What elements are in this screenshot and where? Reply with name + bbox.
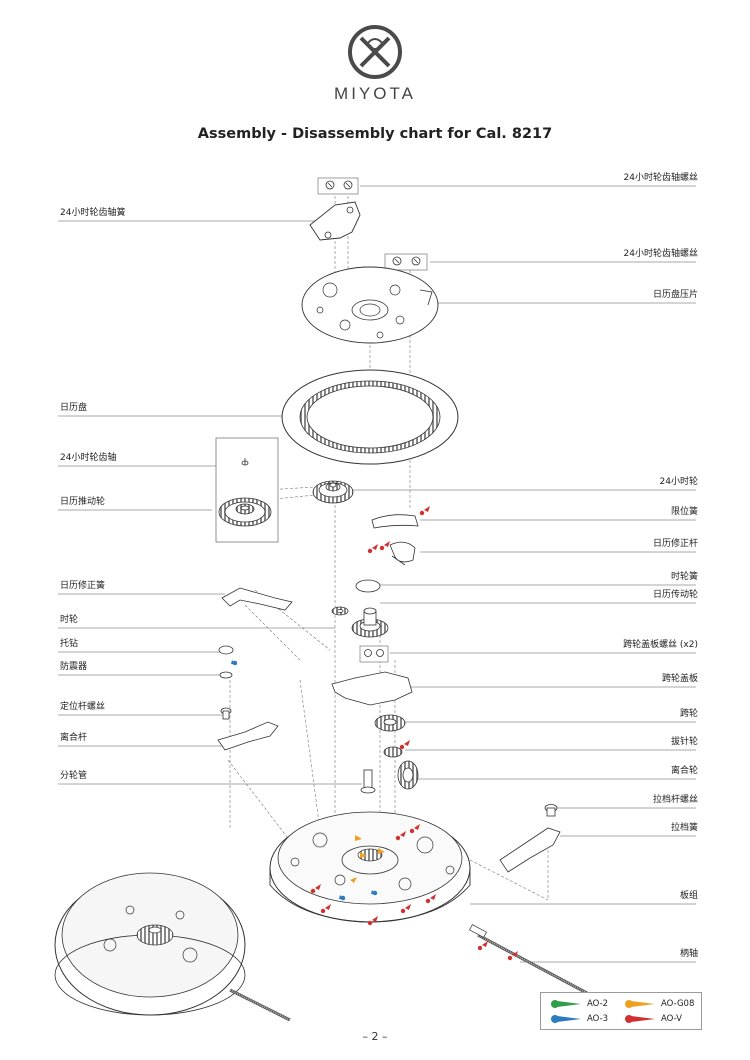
date-corrector-lever	[389, 541, 416, 566]
train-wheel-bridge	[331, 671, 413, 706]
label-clutch-wheel: 离合轮	[670, 766, 698, 776]
label-date-dial-plate: 日历盘压片	[652, 290, 698, 300]
leader-lines-left	[58, 220, 362, 785]
label-position-spring: 限位簧	[670, 507, 698, 517]
label-train-bridge: 跨轮盖板	[661, 674, 698, 684]
label-jewel: 托钻	[60, 639, 79, 649]
oil-legend: AO-2 AO-G08 AO-3 AO-V	[540, 992, 702, 1030]
screw-box-2	[384, 253, 428, 271]
label-24h-wheel: 24小时轮	[659, 477, 698, 487]
assembled-movement-view	[54, 872, 291, 1022]
label-cannon-pinion: 分轮管	[60, 771, 88, 781]
position-spring	[371, 514, 419, 529]
jewel-part	[218, 645, 234, 655]
date-dial-plate	[301, 266, 439, 344]
label-hour-wheel-spring: 时轮簧	[670, 572, 698, 582]
label-date-driving-wheel: 日历推动轮	[60, 497, 106, 507]
label-transfer-wheel: 跨轮	[679, 709, 698, 719]
label-setting-lever-screw: 定位杆螺丝	[60, 702, 106, 712]
label-date-corrector-spring: 日历修正簧	[60, 581, 106, 591]
setting-wheel-part	[383, 746, 403, 758]
oil-markers-blue	[231, 660, 378, 901]
blue-oil-drop-icon	[551, 1015, 581, 1023]
brand-name: MIYOTA	[334, 84, 416, 103]
label-setting-wheel: 拔针轮	[670, 737, 698, 747]
label-24h-pinion-screw-2: 24小时轮齿轴螺丝	[623, 249, 698, 259]
red-oil-drop-icon	[625, 1015, 655, 1023]
oil-markers-red	[310, 506, 518, 961]
label-yoke-spring: 拉档簧	[670, 823, 698, 833]
miyota-logo-icon	[348, 25, 402, 79]
page-title: Assembly - Disassembly chart for Cal. 82…	[197, 126, 553, 142]
shock-absorber-part	[219, 671, 233, 679]
label-hour-wheel: 时轮	[60, 615, 79, 625]
label-shock-absorber: 防震器	[60, 662, 88, 672]
24h-wheel	[312, 480, 354, 504]
stem	[469, 924, 601, 1002]
label-24h-pinion-spring: 24小时轮齿轴簧	[60, 208, 126, 218]
screw-box-3	[359, 645, 389, 663]
green-oil-drop-icon	[551, 1000, 581, 1008]
hour-wheel	[331, 606, 349, 616]
page-number: – 2 –	[362, 1030, 388, 1043]
yoke-spring	[499, 827, 561, 873]
label-date-corrector-lever: 日历修正杆	[652, 539, 698, 549]
date-driving-wheel	[351, 607, 389, 638]
label-24h-pinion-screw-1: 24小时轮齿轴螺丝	[623, 173, 698, 183]
label-date-transmission-wheel: 日历传动轮	[652, 590, 698, 600]
hour-wheel-spring	[355, 579, 381, 593]
label-clutch-lever: 离合杆	[60, 733, 88, 743]
cannon-pinion	[360, 769, 376, 794]
label-stem: 柄轴	[679, 949, 698, 959]
label-main-plate: 板组	[679, 891, 698, 901]
label-bridge-screws: 跨轮盖板螺丝 (x2)	[623, 640, 698, 650]
main-plate	[269, 811, 471, 923]
label-setting-lever-screw-r: 拉档杆螺丝	[652, 795, 698, 805]
logo	[0, 22, 750, 86]
label-24h-pinion: 24小时轮齿轴	[60, 453, 117, 463]
orange-oil-drop-icon	[625, 1000, 655, 1008]
date-corrector-spring	[221, 587, 293, 611]
clutch-lever	[217, 721, 279, 751]
label-date-dial: 日历盘	[60, 403, 88, 413]
date-dial-ring	[281, 369, 459, 465]
detail-inset-box	[215, 437, 279, 543]
oil-markers-orange	[350, 835, 385, 883]
